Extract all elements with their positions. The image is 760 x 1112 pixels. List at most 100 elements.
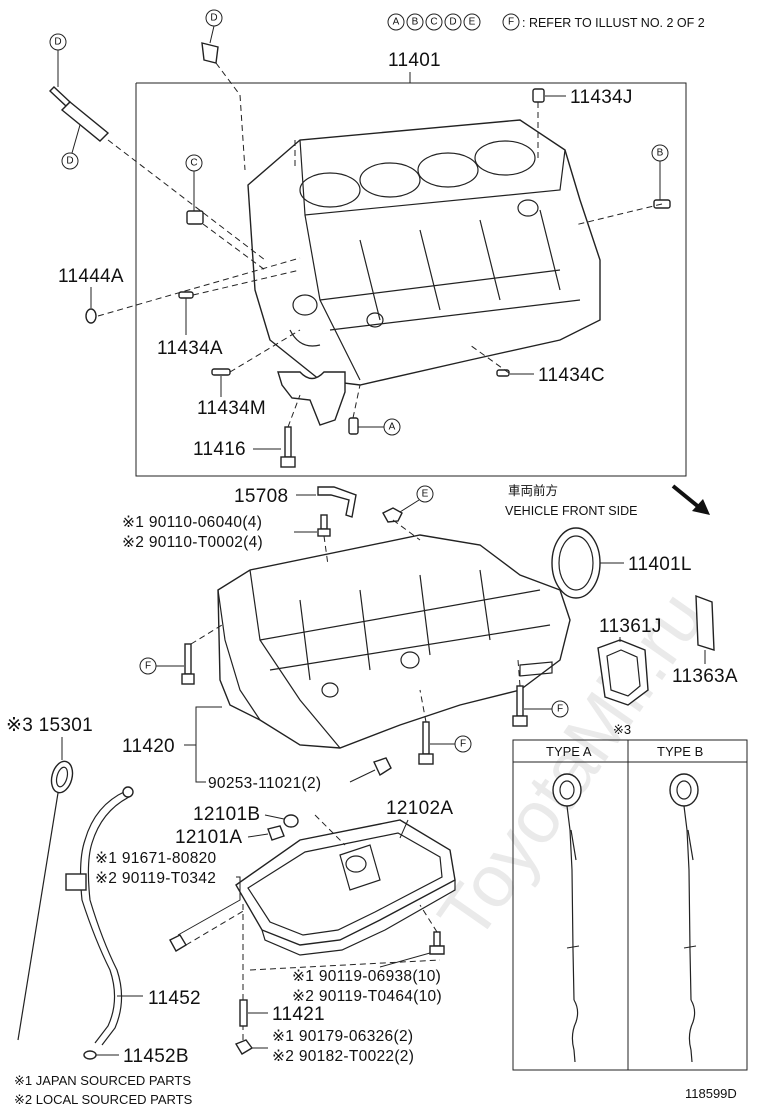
part-e-bolt [382, 507, 403, 523]
part-90110-bolt [317, 514, 331, 537]
callout-e: E [416, 485, 434, 503]
part-12101a-label: 12101A [175, 827, 242, 848]
type-a-gauge [552, 773, 582, 1063]
header-callout-c: C [425, 13, 443, 31]
part-c-plug [186, 210, 204, 225]
part-11421-stud [239, 999, 248, 1027]
part-15708-bracket [317, 486, 357, 518]
svg-text:E: E [422, 489, 429, 500]
part-11401-label: 11401 [388, 50, 441, 71]
svg-text:C: C [430, 17, 437, 28]
part-90253-label: 90253-11021(2) [208, 775, 321, 792]
callout-d-top: D [205, 9, 223, 27]
part-11444a-label: 11444A [58, 266, 124, 287]
part-90179-label: ※1 90179-06326(2) [272, 1028, 413, 1045]
part-12101b-plug [283, 814, 299, 828]
part-11434a-label: 11434A [157, 338, 223, 359]
part-15708-label: 15708 [234, 486, 288, 507]
type-b-header: TYPE B [657, 744, 703, 759]
direction-english: VEHICLE FRONT SIDE [505, 504, 637, 518]
part-f-bolt-right [512, 685, 528, 727]
part-90119-06938-label: ※1 90119-06938(10) [292, 968, 441, 985]
part-11416-label: 11416 [193, 439, 246, 460]
direction-japanese: 車両前方 [508, 483, 558, 498]
callout-f-mid: F [454, 735, 472, 753]
cylinder-block [247, 119, 601, 386]
part-90119-t0342-label: ※2 90119-T0342 [95, 870, 216, 887]
svg-text:D: D [66, 156, 73, 167]
svg-text:B: B [657, 148, 664, 159]
part-11421-label: 11421 [272, 1004, 325, 1025]
part-11401l-label: 11401L [628, 554, 692, 575]
part-11420-label: 11420 [122, 736, 175, 757]
svg-text:A: A [389, 422, 396, 433]
figure-id: 118599D [685, 1086, 737, 1101]
header-callout-f: F [502, 13, 520, 31]
part-12101a-gasket [267, 825, 285, 841]
part-dowel-a [348, 417, 359, 435]
part-11434a-pin [178, 291, 194, 299]
part-f-bolt-left [181, 643, 195, 685]
footnote-local-sourced: ※2 LOCAL SOURCED PARTS [14, 1092, 193, 1107]
header-callout-e: E [463, 13, 481, 31]
cylinder-block-frame [135, 82, 687, 477]
header-callout-b: B [406, 13, 424, 31]
callout-c: C [185, 154, 203, 172]
part-12102a-label: 12102A [386, 798, 453, 819]
type-a-header: TYPE A [546, 744, 592, 759]
callout-d-mid-left: D [61, 152, 79, 170]
part-11434j [532, 88, 545, 103]
part-d-sensor-top [201, 42, 219, 64]
direction-arrow-icon [671, 484, 710, 515]
callout-f-right: F [551, 700, 569, 718]
part-11434m-pin [211, 368, 231, 376]
part-11452b-label: 11452B [123, 1046, 189, 1067]
oil-pan [235, 819, 456, 956]
part-11361j-retainer [597, 639, 649, 706]
part-90110-t0002-label: ※2 90110-T0002(4) [122, 534, 263, 551]
svg-text:B: B [412, 17, 419, 28]
svg-text:F: F [145, 661, 151, 672]
pan-dashed-leaders [185, 814, 441, 1040]
svg-text:E: E [469, 17, 476, 28]
part-11401l-oil-seal [551, 527, 601, 599]
lower-dashed-leaders [190, 519, 521, 723]
svg-text:D: D [54, 37, 61, 48]
svg-text:D: D [449, 17, 456, 28]
part-11434j-label: 11434J [570, 87, 633, 108]
part-90119-bolt [429, 931, 445, 955]
part-11452-guide [65, 786, 134, 1046]
header-callout-d: D [444, 13, 462, 31]
bearing-cap [277, 371, 346, 426]
part-11363a-label: 11363A [672, 666, 738, 687]
header-reference-note: A B C D E F : REFER TO ILLUST NO. 2 OF 2 [387, 13, 705, 31]
callout-d-top-left: D [49, 33, 67, 51]
types-table-marker: ※3 [613, 722, 631, 737]
type-b-gauge [669, 773, 699, 1063]
part-90119-t0464-label: ※2 90119-T0464(10) [292, 988, 442, 1005]
part-15301-oil-level-gauge [17, 760, 74, 1041]
part-11444a-oring [85, 308, 97, 324]
part-d-sensor-left [48, 86, 110, 142]
svg-text:F: F [460, 739, 466, 750]
part-11452-label: 11452 [148, 988, 201, 1009]
part-11434c-pin [496, 369, 510, 377]
part-11452b-ring [83, 1050, 97, 1060]
svg-text:D: D [210, 13, 217, 24]
part-11361j-label: 11361J [599, 616, 662, 637]
part-f-bolt-mid [418, 721, 434, 765]
callout-b: B [651, 144, 669, 162]
part-11434m-label: 11434M [197, 398, 266, 419]
header-callout-a: A [387, 13, 405, 31]
part-11416-bolt [280, 426, 296, 468]
block-dashed-leaders [97, 62, 663, 428]
part-15301-label: ※3 15301 [6, 715, 93, 736]
svg-text:F: F [557, 704, 563, 715]
part-11363a [695, 594, 715, 651]
callout-a: A [383, 418, 401, 436]
callout-f-left: F [139, 657, 157, 675]
part-91671-label: ※1 91671-80820 [95, 850, 217, 867]
part-90253-plug [373, 757, 392, 777]
svg-text:F: F [508, 17, 514, 28]
